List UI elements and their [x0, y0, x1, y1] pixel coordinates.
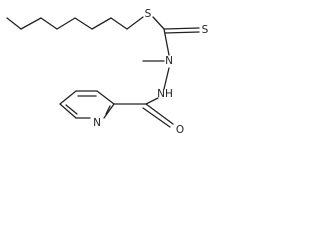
atom-labels: S S N NH N O	[93, 8, 209, 136]
chain-bond	[110, 17, 128, 30]
pyridine-nitrogen-label: N	[93, 117, 101, 129]
ring-bond	[59, 103, 77, 119]
nh-label: NH	[157, 88, 173, 100]
dithiocarbazate-core	[142, 16, 200, 90]
ring-inner-double-bond	[105, 105, 111, 115]
chain-bond	[6, 17, 22, 30]
thione-sulfur-label: S	[202, 24, 209, 36]
carbonyl-double-bond	[145, 103, 174, 125]
chain-to-sulfur-bond	[126, 16, 144, 30]
ring-bond	[59, 90, 77, 105]
ring-bond	[103, 103, 115, 119]
ring-bond	[96, 90, 115, 105]
chain-bond	[20, 17, 42, 30]
thione-double-bond	[164, 31, 200, 34]
amide-linkage	[113, 97, 174, 128]
sulfur-to-carbon-bond	[152, 16, 165, 30]
chain-bond	[74, 17, 93, 30]
chain-bond	[91, 17, 112, 30]
ring-inner-double-bond	[65, 104, 78, 115]
carbonyl-double-bond	[142, 107, 171, 128]
carbonyl-oxygen-label: O	[176, 124, 184, 136]
n-methyl-nitrogen-label: N	[165, 55, 173, 67]
n-n-bond	[163, 67, 170, 90]
carbon-to-nitrogen-bond	[163, 28, 170, 56]
nh-to-carbonyl-bond	[145, 97, 159, 105]
pyridine-ring	[59, 90, 115, 119]
chain-bond	[56, 17, 76, 30]
thioether-sulfur-label: S	[145, 8, 152, 20]
chain-bond	[40, 17, 58, 30]
thione-double-bond	[163, 27, 200, 30]
structure-canvas: S S N NH N O	[0, 0, 217, 145]
octyl-chain	[6, 16, 144, 30]
chemical-structure-diagram: S S N NH N O	[6, 8, 209, 136]
